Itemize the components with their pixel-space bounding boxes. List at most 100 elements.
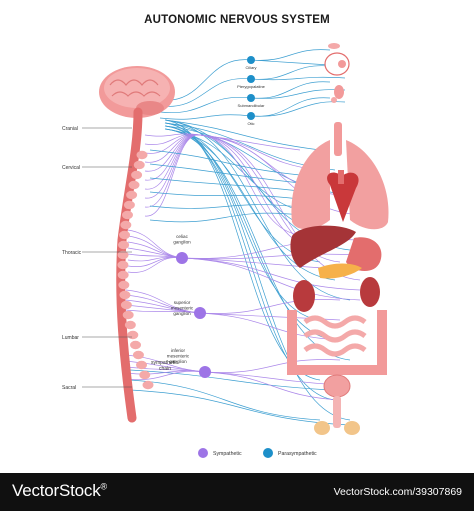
nerve-fibers [125,49,361,426]
chain-ganglion [124,320,136,330]
parasympathetic-fiber [149,149,301,176]
chain-label: sympathetic chain [151,360,179,372]
chain-ganglion [117,270,129,280]
ganglion-label-ciliary: Ciliary [245,65,256,70]
legend-sympathetic-label: Sympathetic [213,451,242,457]
chain-ganglion [122,310,134,320]
chain-ganglion [136,360,148,370]
ganglion-superior [194,307,206,319]
parasympathetic-fiber [159,96,252,114]
parasympathetic-fiber [250,89,346,99]
salivary-gland [331,85,344,103]
brain [99,66,175,118]
sympathetic-fiber [204,371,341,401]
spine-label-lumbar: Lumbar [62,335,79,341]
diagram-title: AUTONOMIC NERVOUS SYSTEM [144,14,330,26]
parasympathetic-fiber [159,59,252,101]
chain-ganglion [123,200,135,210]
sympathetic-fiber [204,359,341,373]
ganglion-ciliary [247,56,255,64]
chain-ganglion [120,220,132,230]
brand-watermark: VectorStock® [12,481,107,500]
chain-ganglion [136,150,148,160]
chain-ganglion [118,240,130,250]
ganglion-label-submandibular: Submandibular [238,103,266,108]
sympathetic-fiber [181,253,361,260]
image-url: VectorStock.com/39307869 [333,486,462,498]
sympathetic-fiber [125,370,206,381]
spine-label-thoracic: Thoracic [62,250,82,256]
spinal-cord [116,107,143,423]
chain-ganglion [117,260,129,270]
parasympathetic-fiber [164,122,336,401]
intestines [287,310,387,375]
sympathetic-fiber [127,247,183,259]
sympathetic-fiber [199,134,361,216]
parasympathetic-fiber [250,76,346,81]
parasympathetic-fiber [159,78,252,107]
heart [327,170,359,222]
sympathetic-fiber [204,371,341,386]
legend: Sympathetic Parasympathetic [198,448,317,458]
parasympathetic-fiber [129,389,351,426]
bladder [314,374,360,435]
sympathetic-chain [117,150,154,390]
stomach [346,237,382,272]
parasympathetic-fiber [149,191,301,200]
ganglion-label-pterygopalatine: Pterygopalatine [237,84,266,89]
spine-label-cranial: Cranial [62,126,78,132]
sympathetic-fiber [181,257,361,301]
parasympathetic-fiber [159,114,252,120]
sympathetic-fiber [181,257,361,291]
ganglion-otic [247,112,255,120]
parasympathetic-fiber [164,119,321,151]
chain-ganglion [132,350,144,360]
sympathetic-fiber [144,134,201,181]
ganglion-submandibular [247,94,255,102]
spine-label-sacral: Sacral [62,385,76,391]
sympathetic-fiber [125,309,201,314]
chain-ganglion [121,210,133,220]
kidneys [293,277,380,312]
parasympathetic-fiber [149,177,301,192]
legend-parasympathetic-label: Parasympathetic [278,451,317,457]
pancreas [318,263,362,279]
parasympathetic-fiber [149,212,301,223]
chain-ganglion [131,170,143,180]
parasympathetic-fiber [250,101,346,117]
sympathetic-fiber [199,312,341,341]
legend-sympathetic-swatch [198,448,208,458]
lungs [291,122,389,230]
chain-ganglion [117,250,129,260]
eye [324,43,350,76]
parasympathetic-fiber [149,163,301,184]
chain-ganglion [142,380,154,390]
sympathetic-fiber [199,299,341,314]
sympathetic-fiber [144,134,201,217]
chain-ganglion [120,300,132,310]
spine-label-cervical: Cervical [62,165,80,171]
parasympathetic-fiber [164,119,351,301]
parasympathetic-fiber [129,369,331,391]
parasympathetic-fiber [129,379,321,421]
ganglion-label-otic: Otic [247,121,254,126]
watermark-bar: VectorStock® VectorStock.com/39307869 [0,473,474,511]
ganglion-inferior [199,366,211,378]
parasympathetic-fiber [250,49,331,61]
chain-ganglion [119,290,131,300]
parasympathetic-fiber [164,125,351,421]
ganglion-celiac [176,252,188,264]
chain-ganglion [119,230,131,240]
parasympathetic-fiber [149,204,301,209]
chain-ganglion [130,340,142,350]
legend-parasympathetic-swatch [263,448,273,458]
chain-ganglion [133,160,145,170]
chain-ganglion [126,190,138,200]
liver [290,225,356,268]
